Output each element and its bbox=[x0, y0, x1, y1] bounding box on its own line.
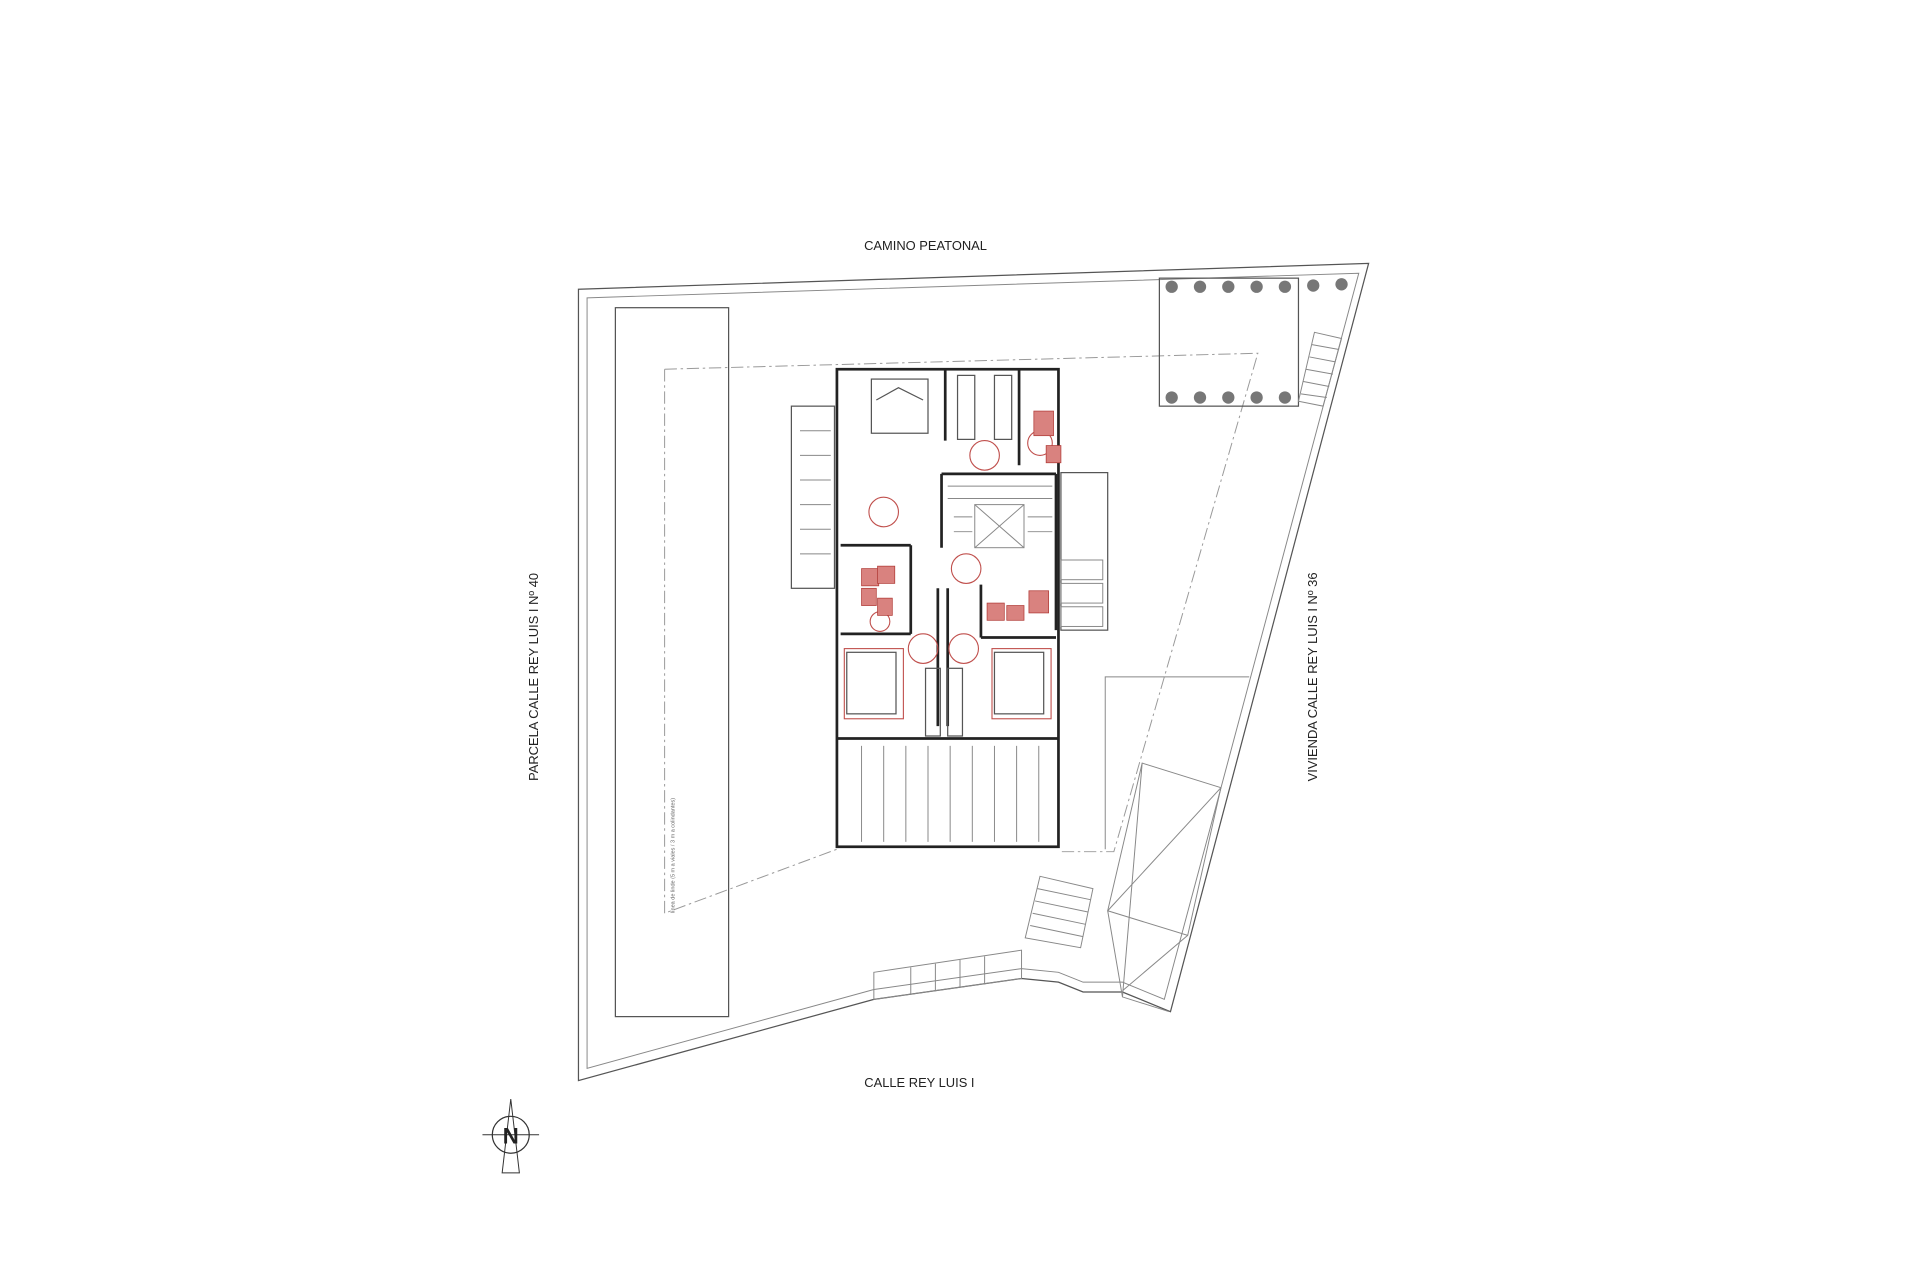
exterior-stairs-south bbox=[873, 875, 1094, 1000]
south-street-label: CALLE REY LUIS I bbox=[864, 1075, 974, 1090]
turning-circles bbox=[843, 410, 1062, 720]
setback-line bbox=[664, 352, 1259, 853]
north-street-label: CAMINO PEATONAL bbox=[864, 238, 987, 253]
east-neighbor-label: VIVIENDA CALLE REY LUIS I Nº 36 bbox=[1305, 572, 1320, 781]
west-neighbor-label: PARCELA CALLE REY LUIS I Nº 40 bbox=[526, 573, 541, 781]
svg-text:N: N bbox=[503, 1123, 519, 1148]
house-floor-plan bbox=[790, 367, 1109, 849]
plot-boundary bbox=[577, 262, 1370, 1082]
driveway-ramp bbox=[1104, 676, 1250, 1013]
exterior-stairs-east bbox=[1297, 331, 1343, 407]
pool bbox=[614, 307, 730, 1018]
garden bbox=[1158, 277, 1348, 407]
north-arrow-icon: N bbox=[482, 1099, 540, 1174]
setback-note: línea de linde (5 m a viales / 3 m a col… bbox=[670, 798, 676, 913]
